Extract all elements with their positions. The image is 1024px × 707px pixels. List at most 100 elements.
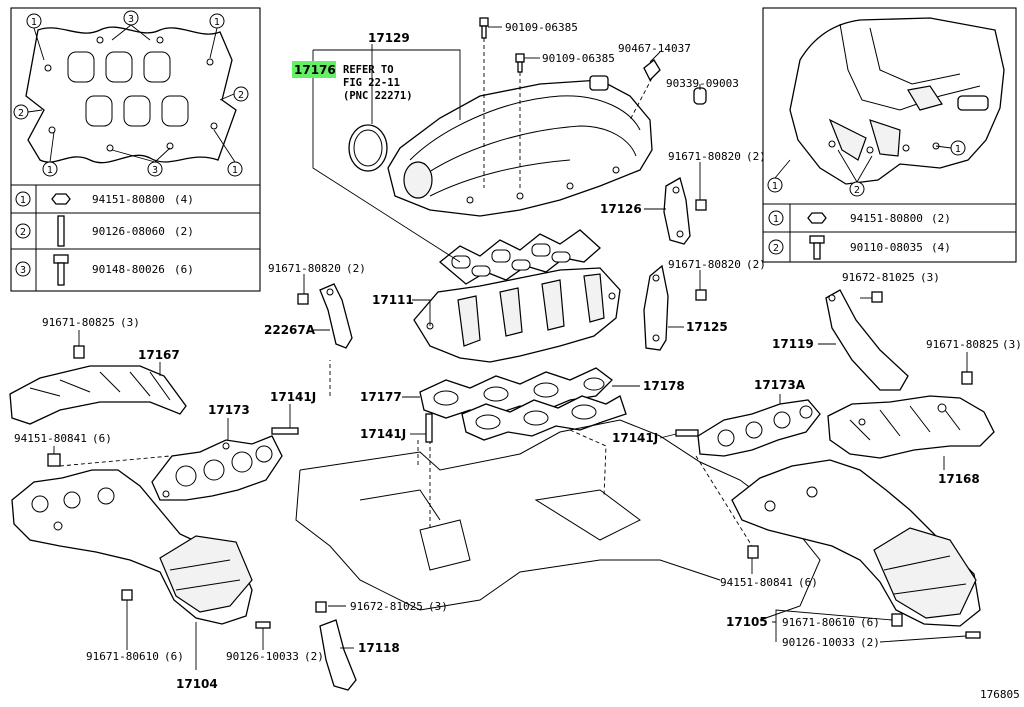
stud-17141j-b [425,413,433,443]
left-callouts: 1 3 1 2 2 1 3 1 [13,10,249,177]
o-ring-17176 [348,124,388,172]
right-legend: 1 94151-80800 (2) 2 90110-08035 (4) [768,210,951,260]
manifold-cover-drawing [789,17,1005,185]
intake-gasket-17177 [419,367,613,419]
top-hardware [479,17,707,190]
lower-intake-manifold-17111 [413,267,621,363]
label-17126: 17126 [600,202,642,216]
note-line-3: (PNC 22271) [343,90,413,102]
label-94151-a-qty: (6) [92,432,112,445]
leader-lines [53,26,968,670]
label-17178: 17178 [643,379,685,393]
label-91671-e: 91671-80825 [926,338,999,351]
legend-part: 94151-80800 [850,212,923,225]
label-17104: 17104 [176,677,218,691]
label-17125: 17125 [686,320,728,334]
note-line-2: FIG 22-11 [343,77,400,89]
label-90126-b-qty: (2) [860,636,880,649]
plug-90339 [693,87,707,105]
label-91671-b: 91671-80820 [668,258,741,271]
diagram-id: 176805 [980,688,1020,701]
heat-insulator-17167 [9,345,187,425]
label-94151-b-qty: (6) [798,576,818,589]
legend-key: 1 [20,195,26,206]
bolt-91672-a [871,291,883,303]
legend-part: 90148-80026 [92,263,165,276]
stay-17119 [825,289,909,391]
label-91672-a: 91672-81025 [842,271,915,284]
intake-gasket-17178 [461,395,627,441]
exhaust-gasket-17173a [697,399,821,457]
bolt-91671-c [297,293,309,305]
bolt-91671-g [891,613,903,627]
callout-2: 2 [18,108,24,119]
label-17173: 17173 [208,403,250,417]
plenum-gasket-drawing [25,26,237,164]
label-90126-a: 90126-10033 [226,650,299,663]
label-91671-g-qty: (6) [860,616,880,629]
upper-intake-manifold [387,75,653,217]
label-94151-b: 94151-80841 [720,576,793,589]
bolt-91671-e [961,371,973,385]
exhaust-gasket-17173 [151,435,283,501]
label-17118: 17118 [358,641,400,655]
note-line-1: REFER TO [343,64,394,76]
label-22267a: 22267A [264,323,316,337]
label-90467: 90467-14037 [618,42,691,55]
nut-94151-a [47,453,61,467]
bolt-90109-a [479,17,489,27]
stud-90126-b [965,631,981,639]
stud-90126-a [255,621,271,629]
legend-key: 3 [20,265,26,276]
bolt-91671-a [695,199,707,211]
stay-22267a [297,283,353,349]
label-90109-a: 90109-06385 [505,21,578,34]
callout-3: 3 [152,165,158,176]
right-inset-box: 1 1 2 1 94151-80800 (2) 2 90110-08035 (4… [762,7,1017,263]
label-17173a: 17173A [754,378,806,392]
label-90109-b: 90109-06385 [542,52,615,65]
legend-qty: (2) [931,212,951,225]
callout-2: 2 [854,185,860,196]
label-91671-f-qty: (6) [164,650,184,663]
label-17168: 17168 [938,472,980,486]
bolt-91672-b [315,601,327,613]
legend-part: 90126-08060 [92,225,165,238]
label-17177: 17177 [360,390,402,404]
callout-1: 1 [232,165,238,176]
legend-qty: (2) [174,225,194,238]
plenum-gasket [438,229,601,285]
label-91671-a-qty: (2) [746,150,766,163]
legend-key: 1 [773,214,779,225]
callout-1: 1 [955,144,961,155]
legend-qty: (4) [931,241,951,254]
stud-17141j-a [271,427,299,435]
label-91671-a: 91671-80820 [668,150,741,163]
label-91672-b-qty: (3) [428,600,448,613]
label-17167: 17167 [138,348,180,362]
bolt-icon [809,235,825,244]
legend-qty: (4) [174,193,194,206]
stay-17126 [663,177,707,245]
part-labels: 17176 REFER TO FIG 22-11 (PNC 22271) 171… [14,21,1022,701]
left-inset-box: 1 3 1 2 2 1 3 1 1 94151-80800 (4) 2 9012… [10,7,261,292]
label-91671-g: 91671-80610 [782,616,855,629]
left-legend: 1 94151-80800 (4) 2 90126-08060 (2) 3 90… [15,191,194,286]
label-91672-b: 91672-81025 [350,600,423,613]
nut-94151-b [747,545,759,559]
legend-key: 2 [20,227,26,238]
stay-17118 [315,601,357,691]
label-91671-b-qty: (2) [746,258,766,271]
engine-block-outline [295,419,821,621]
label-90126-a-qty: (2) [304,650,324,663]
callout-2: 2 [238,90,244,101]
label-17105: 17105 [726,615,768,629]
exhaust-manifold-17105 [731,459,981,639]
label-94151-a: 94151-80841 [14,432,87,445]
bolt-icon [53,254,69,264]
highlight-17176 [292,61,336,78]
bolt-91671-d [73,345,85,359]
label-17111: 17111 [372,293,414,307]
exhaust-manifold-17104 [11,469,271,629]
bolt-91671-f [121,589,133,601]
